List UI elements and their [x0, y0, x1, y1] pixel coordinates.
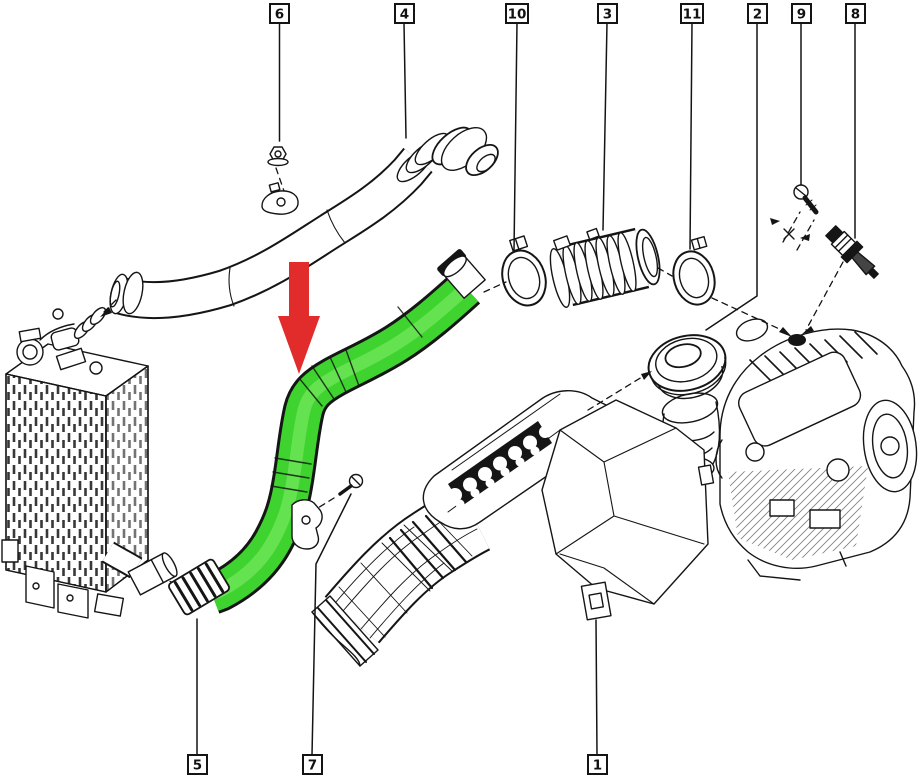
highlighted-hose-drawing [127, 249, 486, 616]
svg-text:1: 1 [593, 758, 602, 774]
svg-text:11: 11 [683, 7, 702, 23]
screw-9-cross-mark [783, 228, 795, 240]
highlighted-hose-sheen [209, 283, 471, 601]
assembly-arrowheads [100, 218, 814, 380]
callout-4: 4 [394, 3, 415, 24]
leader-lines [196, 22, 856, 756]
hose-clamp-10-drawing [501, 235, 547, 307]
svg-text:5: 5 [193, 758, 202, 774]
callout-boxes: 6 4 10 3 11 2 9 8 5 7 1 [187, 3, 866, 775]
svg-text:9: 9 [797, 7, 806, 23]
callout-9: 9 [791, 3, 812, 24]
callout-11: 11 [680, 3, 704, 24]
corrugated-duct-drawing [549, 227, 661, 308]
callout-2: 2 [747, 3, 768, 24]
svg-text:6: 6 [275, 7, 284, 23]
callout-1: 1 [587, 754, 608, 775]
engine-drawing [715, 318, 918, 581]
callout-3: 3 [597, 3, 618, 24]
callout-5: 5 [187, 754, 208, 775]
svg-text:7: 7 [308, 758, 317, 774]
bolt-7-drawing [338, 473, 364, 496]
hose-clamp-11-drawing [672, 235, 716, 306]
callout-10: 10 [505, 3, 529, 24]
screw-9-drawing [793, 184, 819, 215]
svg-text:10: 10 [508, 7, 527, 23]
upper-hose-drawing [109, 126, 499, 320]
svg-text:4: 4 [400, 7, 409, 23]
highlight-arrow-icon [278, 262, 320, 374]
callout-8: 8 [845, 3, 866, 24]
svg-text:3: 3 [603, 7, 612, 23]
callout-6: 6 [269, 3, 290, 24]
air-temp-sensor-drawing [825, 225, 879, 279]
air-filter-housing-drawing [311, 390, 715, 667]
intercooler-drawing [1, 306, 149, 619]
seal-ring-drawing [647, 334, 727, 400]
callout-7: 7 [302, 754, 323, 775]
flange-nut-drawing [267, 146, 289, 167]
svg-text:2: 2 [753, 7, 762, 23]
svg-text:8: 8 [851, 7, 860, 23]
